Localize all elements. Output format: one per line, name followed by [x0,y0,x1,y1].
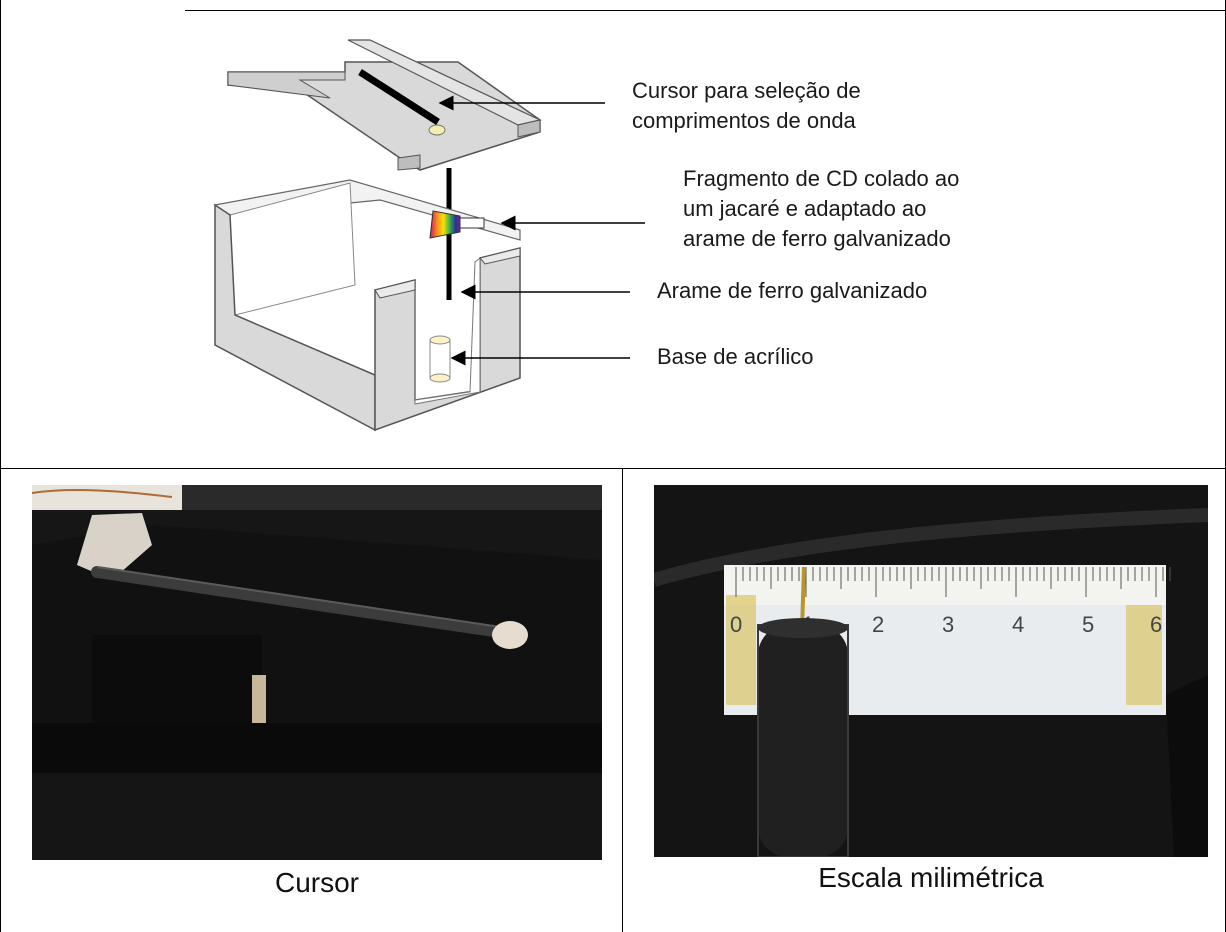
cursor-slot [358,69,440,125]
callout-arrows [438,95,645,366]
clip [459,217,485,229]
cursor-caption: Cursor [274,867,359,898]
ruler-label-4: 4 [1012,612,1024,637]
slot-block [92,635,262,725]
cd-fragment [429,210,461,239]
ruler-label-0: 0 [730,612,742,637]
ruler-label-5: 5 [1082,612,1094,637]
callout-base-line1: Base de acrílico [657,344,814,369]
ruler-caption: Escala milimétrica [818,862,1044,893]
ruler-label-2: 2 [872,612,884,637]
callout-cursor: Cursor para seleção de comprimentos de o… [632,76,861,136]
left-border [0,0,1,932]
callout-cursor-line1: Cursor para seleção de [632,78,861,103]
callout-wire-line1: Arame de ferro galvanizado [657,278,928,303]
callout-cursor-line2: comprimentos de onda [632,108,856,133]
callout-cd-line1: Fragmento de CD colado ao [683,166,960,191]
column-divider [622,468,623,932]
row-divider [0,468,1226,469]
callout-base: Base de acrílico [657,342,814,372]
ruler-photo: 0 1 2 3 4 5 6 [654,485,1208,857]
cursor-rod [91,566,513,639]
callout-cd-line2: um jacaré e adaptado ao [683,196,927,221]
pointer-tube [758,625,848,857]
spectroscope-diagram [213,39,542,432]
ruler-label-3: 3 [942,612,954,637]
callout-cd: Fragmento de CD colado ao um jacaré e ad… [683,164,959,254]
top-border-line-right [1060,10,1226,11]
callout-cd-line3: arame de ferro galvanizado [683,226,951,251]
top-border-line [185,10,1060,11]
ruler-label-6: 6 [1150,612,1162,637]
cursor-knob [428,124,446,136]
cursor-photo [32,485,602,860]
callout-wire: Arame de ferro galvanizado [657,276,927,306]
ruler-ticks [735,567,1171,597]
